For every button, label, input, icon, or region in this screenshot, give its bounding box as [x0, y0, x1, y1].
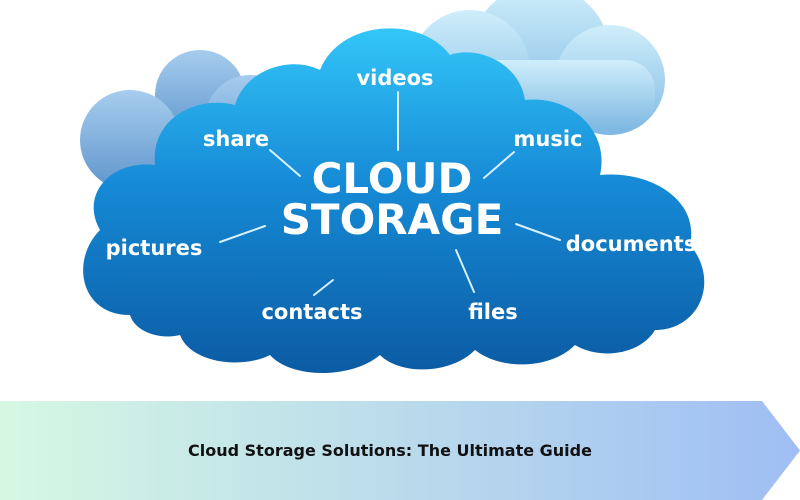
spoke-lines [219, 91, 561, 296]
label-documents: documents [566, 232, 696, 256]
spoke-pictures [219, 225, 266, 243]
spoke-files [455, 249, 475, 293]
spoke-documents [515, 223, 561, 241]
banner-arrow-shape [0, 401, 800, 500]
label-share: share [203, 127, 269, 151]
label-files: files [468, 300, 518, 324]
title-banner: Cloud Storage Solutions: The Ultimate Gu… [0, 401, 800, 500]
center-title-line2: STORAGE [281, 195, 504, 244]
banner-title: Cloud Storage Solutions: The Ultimate Gu… [188, 441, 592, 460]
main-cloud [83, 28, 705, 374]
label-music: music [514, 127, 583, 151]
cloud-illustration-svg: CLOUD STORAGE videos share music picture… [80, 0, 705, 374]
spoke-contacts [313, 279, 334, 296]
center-title-line1: CLOUD [312, 154, 473, 203]
label-contacts: contacts [261, 300, 362, 324]
spoke-share [269, 149, 301, 177]
label-videos: videos [356, 66, 433, 90]
cloud-storage-illustration: CLOUD STORAGE videos share music picture… [80, 0, 705, 374]
label-pictures: pictures [106, 236, 203, 260]
spoke-music [483, 151, 515, 179]
